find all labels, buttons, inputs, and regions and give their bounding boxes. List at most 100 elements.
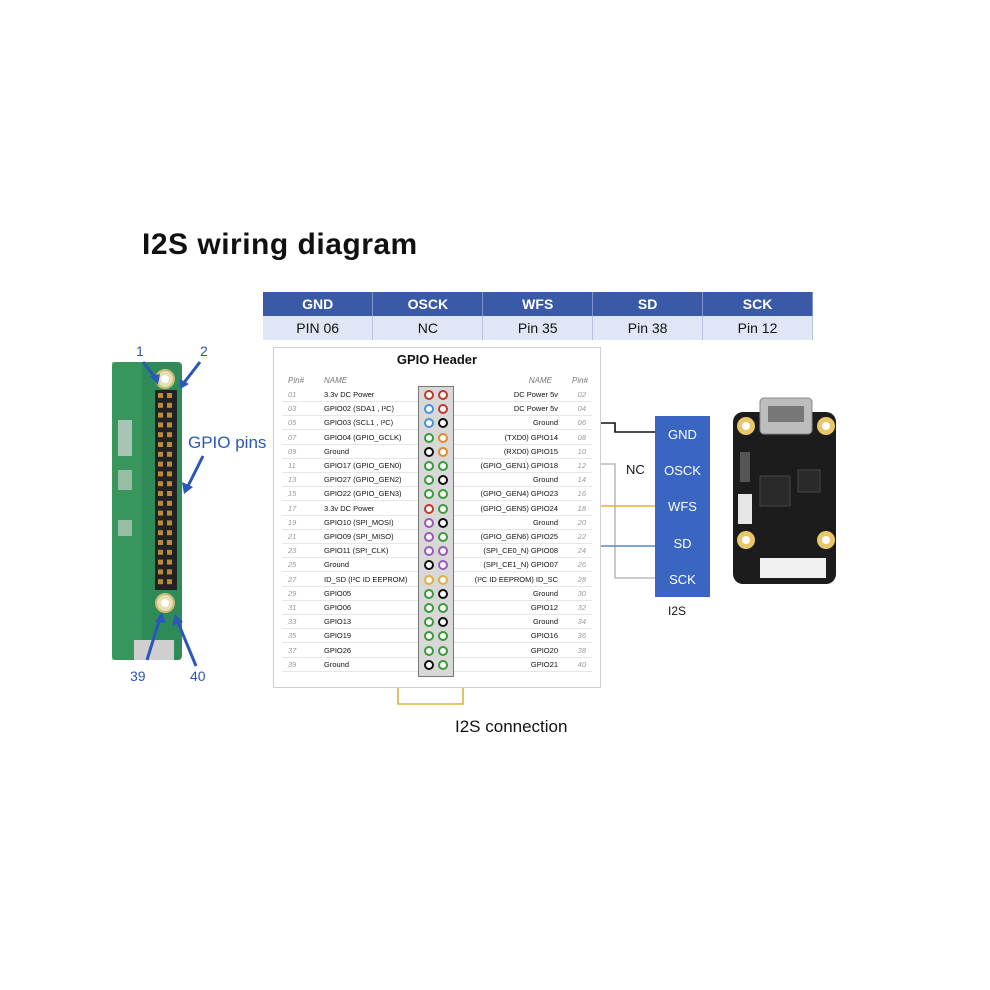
pi-header-pin bbox=[167, 491, 172, 496]
pin-number-right: 02 bbox=[577, 390, 586, 399]
pin-number-left: 15 bbox=[288, 489, 297, 499]
pin-name-left: GPIO06 bbox=[324, 603, 352, 612]
pin-even bbox=[438, 517, 448, 528]
pin-number-left: 37 bbox=[288, 645, 297, 655]
pin-name-left: GPIO22 (GPIO_GEN3) bbox=[324, 489, 402, 499]
pin-odd bbox=[424, 489, 434, 500]
pin-number-left: 31 bbox=[288, 603, 297, 612]
pin-number-right: 22 bbox=[577, 532, 586, 541]
value-sck: Pin 12 bbox=[702, 316, 813, 340]
pin-number-right: 04 bbox=[577, 404, 586, 414]
pin-odd bbox=[424, 603, 434, 613]
pin-name-right: GPIO21 bbox=[530, 659, 558, 669]
header-sck: SCK bbox=[702, 292, 813, 316]
i2s-pin-osck: OSCK bbox=[664, 463, 701, 478]
pi-header-pin bbox=[158, 442, 163, 447]
pin-odd bbox=[424, 631, 434, 642]
pin-1-label: 1 bbox=[136, 343, 144, 359]
pi-header-pin bbox=[158, 471, 163, 477]
pin-even bbox=[438, 631, 448, 642]
pin-even bbox=[438, 432, 448, 443]
pi-header-pin bbox=[167, 432, 172, 438]
pin-number-left: 09 bbox=[288, 446, 297, 456]
i2s-module-board bbox=[733, 397, 836, 584]
pin-number-right: 38 bbox=[577, 645, 586, 655]
pin-even bbox=[438, 546, 448, 557]
pi-header-pin bbox=[158, 510, 163, 516]
pi-header-pin bbox=[167, 471, 172, 477]
pi-header-pin bbox=[167, 461, 172, 467]
value-wfs: Pin 35 bbox=[482, 316, 594, 340]
pin-name-left: Ground bbox=[324, 560, 350, 570]
pin-number-left: 27 bbox=[288, 574, 297, 584]
pin-number-left: 03 bbox=[288, 404, 297, 414]
pin-name-right: GPIO20 bbox=[530, 645, 558, 655]
pi-header-pin bbox=[158, 579, 163, 585]
pin-odd bbox=[424, 546, 434, 557]
pin-odd bbox=[424, 645, 434, 656]
pin-number-left: 33 bbox=[288, 617, 297, 627]
header-osck: OSCK bbox=[372, 292, 484, 316]
pin-mapping-header-row: GND OSCK WFS SD SCK bbox=[263, 292, 813, 316]
i2s-pin-sd: SD bbox=[673, 536, 692, 551]
value-osck: NC bbox=[372, 316, 484, 340]
pin-name-left: 3.3v DC Power bbox=[324, 390, 375, 399]
pin-even bbox=[438, 475, 448, 486]
pin-number-right: 26 bbox=[577, 560, 586, 570]
pin-name-left: Ground bbox=[324, 446, 350, 456]
pin-odd bbox=[424, 659, 434, 670]
header-wfs: WFS bbox=[482, 292, 594, 316]
pi-header-pin bbox=[167, 393, 172, 398]
pin-number-right: 40 bbox=[577, 659, 586, 669]
pi-header-pin bbox=[167, 412, 172, 418]
pin-number-left: 25 bbox=[288, 560, 297, 570]
pi-header-pin bbox=[167, 510, 172, 516]
value-sd: Pin 38 bbox=[592, 316, 704, 340]
pi-header-pin bbox=[167, 520, 172, 526]
pin-name-left: GPIO03 (SCL1 , I²C) bbox=[324, 418, 394, 428]
pi-header-pin bbox=[158, 549, 163, 555]
pin-number-right: 20 bbox=[577, 517, 586, 527]
pi-header-pin bbox=[167, 549, 172, 555]
pi-header-pin bbox=[158, 569, 163, 575]
pi-header-pin bbox=[158, 451, 163, 457]
pi-header-pin bbox=[167, 559, 172, 565]
pi-header-pin bbox=[158, 530, 163, 536]
pin-number-right: 24 bbox=[577, 546, 586, 556]
pi-header-pin bbox=[158, 540, 163, 545]
pin-number-right: 28 bbox=[577, 574, 586, 584]
pin-name-right: DC Power 5v bbox=[513, 404, 558, 414]
pin-even bbox=[438, 659, 448, 670]
pin-number-right: 18 bbox=[577, 503, 586, 513]
pi-header-pin bbox=[158, 393, 163, 398]
pin-number-left: 39 bbox=[288, 659, 297, 669]
pin-name-left: GPIO04 (GPIO_GCLK) bbox=[324, 432, 402, 442]
pin-odd bbox=[424, 560, 434, 571]
col-pin-left: Pin# bbox=[288, 376, 305, 385]
pin-number-right: 14 bbox=[577, 475, 586, 485]
pin-number-left: 01 bbox=[288, 390, 297, 399]
pin-even bbox=[438, 503, 448, 514]
pin-even bbox=[438, 574, 448, 585]
pin-odd bbox=[424, 532, 434, 542]
pi-header-pin bbox=[167, 442, 172, 447]
diagram-title: I2S wiring diagram bbox=[142, 228, 418, 261]
pin-name-right: (GPIO_GEN4) GPIO23 bbox=[480, 489, 558, 499]
pin-number-right: 12 bbox=[577, 461, 586, 470]
pin-even bbox=[438, 390, 448, 400]
pin-even bbox=[438, 489, 448, 500]
pin-number-left: 29 bbox=[288, 588, 297, 598]
pin-number-right: 08 bbox=[577, 432, 586, 442]
pin-odd bbox=[424, 588, 434, 599]
pin-even bbox=[438, 418, 448, 429]
i2s-pin-gnd: GND bbox=[668, 427, 697, 442]
pin-name-right: (GPIO_GEN6) GPIO25 bbox=[480, 532, 558, 541]
pin-name-left: Ground bbox=[324, 659, 350, 669]
col-pin-right: Pin# bbox=[571, 376, 588, 385]
pi-header-pin bbox=[167, 451, 172, 457]
pin-name-right: GPIO12 bbox=[530, 603, 558, 612]
pin-name-left: GPIO10 (SPI_MOSI) bbox=[324, 517, 394, 527]
pin-odd bbox=[424, 461, 434, 471]
